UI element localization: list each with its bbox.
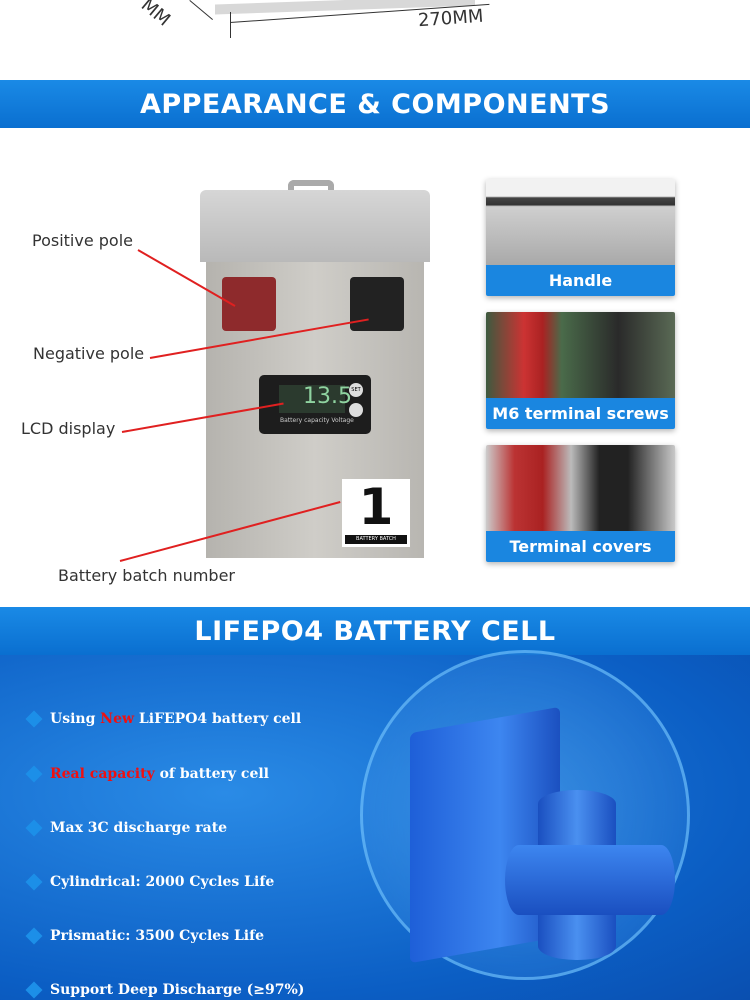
card-terminal-covers: Terminal covers — [486, 445, 675, 562]
appearance-banner: APPEARANCE & COMPONENTS — [0, 80, 750, 128]
feature-highlight: New — [100, 711, 135, 727]
lcd-reading: 13.5 — [303, 384, 352, 409]
dimension-width-label: 270MM — [417, 5, 485, 32]
feature-text: Using — [50, 711, 101, 727]
feature-text: Support Deep Discharge (≥97%) — [50, 982, 305, 998]
feature-item: Prismatic: 3500 Cycles Life — [25, 927, 265, 945]
card-terminal-screws: M6 terminal screws — [486, 312, 675, 429]
dimension-side-line — [189, 0, 213, 21]
handle-photo — [486, 179, 675, 265]
feature-item: Using New LiFEPO4 battery cell — [25, 710, 302, 728]
callout-batch-number: Battery batch number — [58, 566, 236, 585]
card-label: Terminal covers — [486, 531, 675, 562]
diamond-bullet-icon — [25, 710, 43, 728]
feature-item: Support Deep Discharge (≥97%) — [25, 981, 305, 999]
lcd-display: 13.5 Battery capacity Voltage SET — [259, 375, 371, 434]
diamond-bullet-icon — [25, 765, 43, 783]
batch-caption: BATTERY BATCH — [345, 535, 407, 544]
terminal-screws-photo — [486, 312, 675, 398]
negative-terminal — [350, 277, 404, 331]
callout-positive-pole: Positive pole — [32, 231, 133, 250]
cylindrical-cell — [505, 845, 675, 915]
feature-highlight: Real capacity — [50, 766, 155, 782]
terminal-covers-photo — [486, 445, 675, 531]
battery-lid — [200, 190, 430, 262]
dimension-side-label: MM — [136, 0, 175, 31]
batch-label: 1 BATTERY BATCH — [342, 479, 410, 547]
card-handle: Handle — [486, 179, 675, 296]
lcd-set-button: SET — [349, 383, 363, 397]
diamond-bullet-icon — [25, 981, 43, 999]
card-label: Handle — [486, 265, 675, 296]
diamond-bullet-icon — [25, 873, 43, 891]
battery-photo: 13.5 Battery capacity Voltage SET 1 BATT… — [200, 180, 430, 558]
feature-text: Prismatic: 3500 Cycles Life — [50, 928, 265, 944]
diamond-bullet-icon — [25, 819, 43, 837]
lcd-screen — [279, 385, 345, 413]
lcd-caption: Battery capacity Voltage — [280, 417, 354, 424]
feature-text: of battery cell — [154, 766, 269, 782]
callout-negative-pole: Negative pole — [33, 344, 145, 363]
cell-banner: LIFEPO4 BATTERY CELL — [0, 607, 750, 655]
feature-item: Cylindrical: 2000 Cycles Life — [25, 873, 275, 891]
diamond-bullet-icon — [25, 927, 43, 945]
feature-text: Max 3C discharge rate — [50, 820, 228, 836]
feature-item: Max 3C discharge rate — [25, 819, 228, 837]
feature-item: Real capacity of battery cell — [25, 765, 269, 783]
callout-lcd-display: LCD display — [21, 419, 116, 438]
feature-text: Cylindrical: 2000 Cycles Life — [50, 874, 275, 890]
dimension-tick — [230, 12, 231, 38]
lcd-power-button — [349, 403, 363, 417]
batch-number: 1 — [358, 478, 394, 536]
feature-text: LiFEPO4 battery cell — [134, 711, 302, 727]
card-label: M6 terminal screws — [486, 398, 675, 429]
